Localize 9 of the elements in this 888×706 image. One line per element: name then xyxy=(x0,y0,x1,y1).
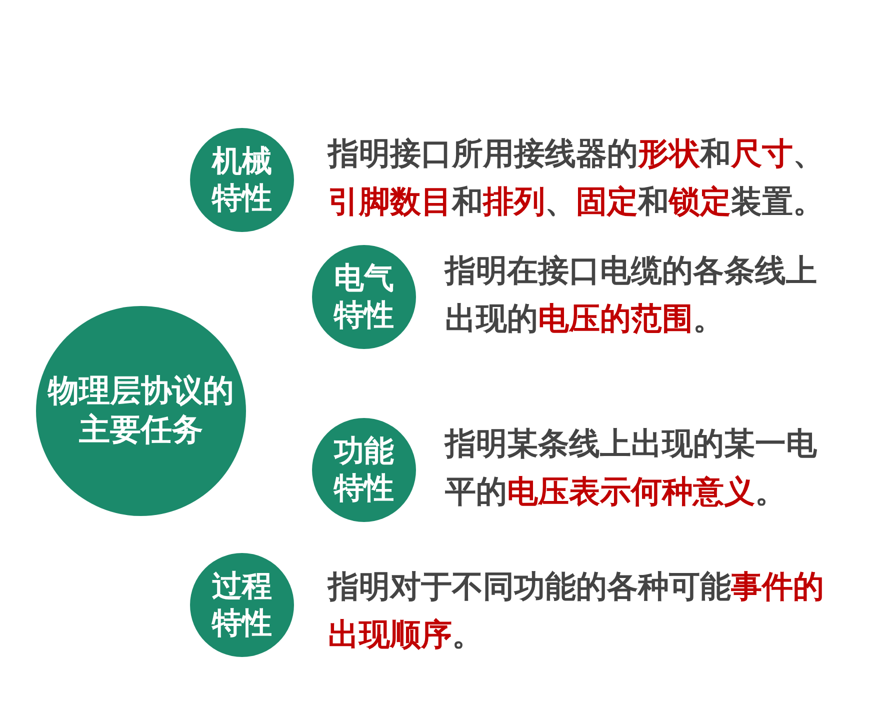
description-text: 指明接口所用接线器的形状和尺寸、引脚数目和排列、固定和锁定装置。 xyxy=(328,135,825,222)
topic-label: 电气特性 xyxy=(334,260,394,334)
description-text: 指明某条线上出现的某一电平的电压表示何种意义。 xyxy=(445,425,818,512)
topic-label: 功能特性 xyxy=(334,432,394,508)
topic-label: 过程特性 xyxy=(212,568,272,642)
description-text: 指明在接口电缆的各条线上出现的电压的范围。 xyxy=(445,252,818,339)
topic-label: 机械特性 xyxy=(212,142,272,218)
topic-label: 物理层协议的主要任务 xyxy=(48,372,234,450)
description-text: 指明对于不同功能的各种可能事件的出现顺序。 xyxy=(328,568,825,655)
